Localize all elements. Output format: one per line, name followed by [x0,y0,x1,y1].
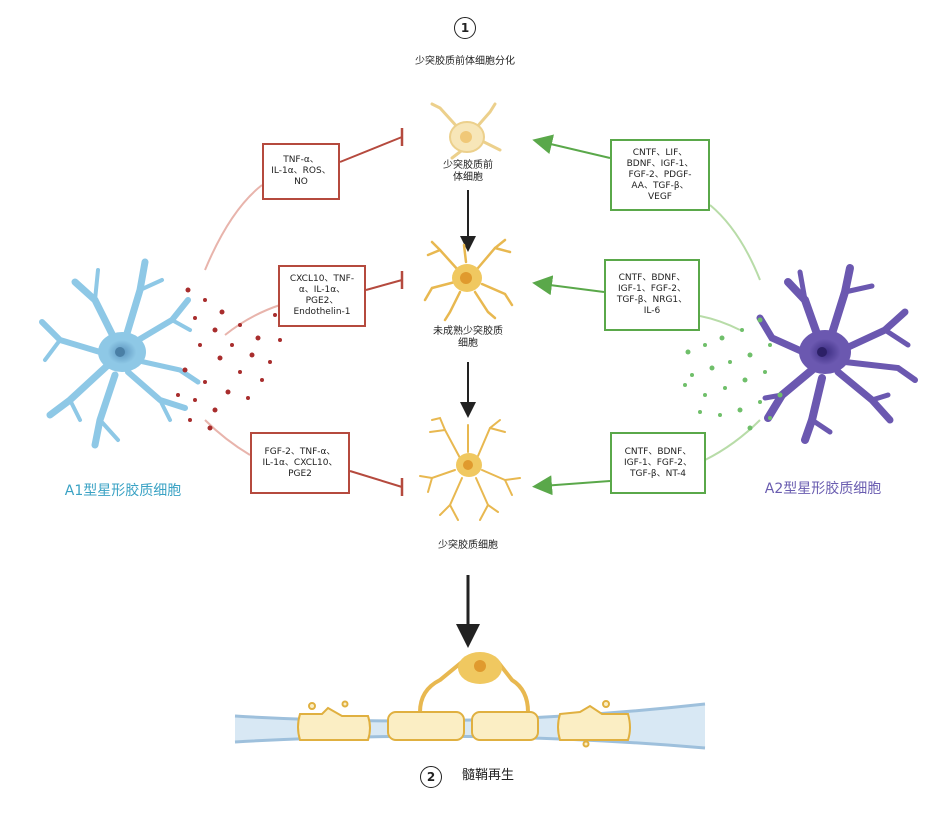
promote-arrow-top [532,134,611,159]
inhibit-line-mid [365,271,404,291]
inhibitory-factor-box: CXCL10、TNF- α、IL-1α、 PGE2、 Endothelin-1 [278,265,366,327]
a2-astrocyte-label: A2型星形胶质细胞 [764,481,882,497]
a2-arc-top [709,204,761,281]
promote-arrow-bottom [532,475,611,496]
opc-cell [430,102,502,160]
a2-astrocyte-nucleus [817,347,827,357]
a1-astrocyte-label: A1型星形胶质细胞 [64,483,182,499]
immature-oligodendrocyte-label: 未成熟少突胶质 细胞 [433,326,503,349]
step-1-badge: 1 [454,17,476,39]
step-2-badge: 2 [420,766,442,788]
step-2-label: 髓鞘再生 [462,768,515,783]
inhibit-line-bottom [349,470,404,496]
inhibitory-factor-box: FGF-2、TNF-α、 IL-1α、CXCL10、 PGE2 [250,432,350,494]
a2-arc-mid [699,315,741,331]
a2-arc-bottom [704,419,761,461]
opc-label: 少突胶质前 体细胞 [443,160,493,183]
a1-arc-mid [224,304,281,336]
a1-astrocyte-cell [39,258,201,449]
step-1-label: 少突胶质前体细胞分化 [415,56,515,67]
mature-oligodendrocyte-cell [419,416,521,521]
myelin-segments [387,711,539,741]
a2-secreted-particles [683,317,783,431]
a1-secreted-particles [176,287,282,431]
damaged-myelin [297,700,631,748]
promoting-factor-box: CNTF、BDNF、 IGF-1、FGF-2、 TGF-β、NRG1、 IL-6 [604,259,700,331]
inhibitory-factor-box: TNF-α、 IL-1α、ROS、 NO [262,143,340,200]
promoting-factor-box: CNTF、LIF、 BDNF、IGF-1、 FGF-2、PDGF- AA、TGF… [610,139,710,211]
a1-arc-bottom [204,419,251,456]
a1-arc-top [204,184,263,271]
immature-oligodendrocyte-cell [423,238,514,322]
promoting-factor-box: CNTF、BDNF、 IGF-1、FGF-2、 TGF-β、NT-4 [610,432,706,494]
myelin-oligodendrocyte [418,652,530,713]
promote-arrow-mid [532,275,605,296]
inhibit-line-top [339,128,404,163]
mature-oligodendrocyte-label: 少突胶质细胞 [438,540,498,551]
a1-astrocyte-nucleus [115,347,125,357]
